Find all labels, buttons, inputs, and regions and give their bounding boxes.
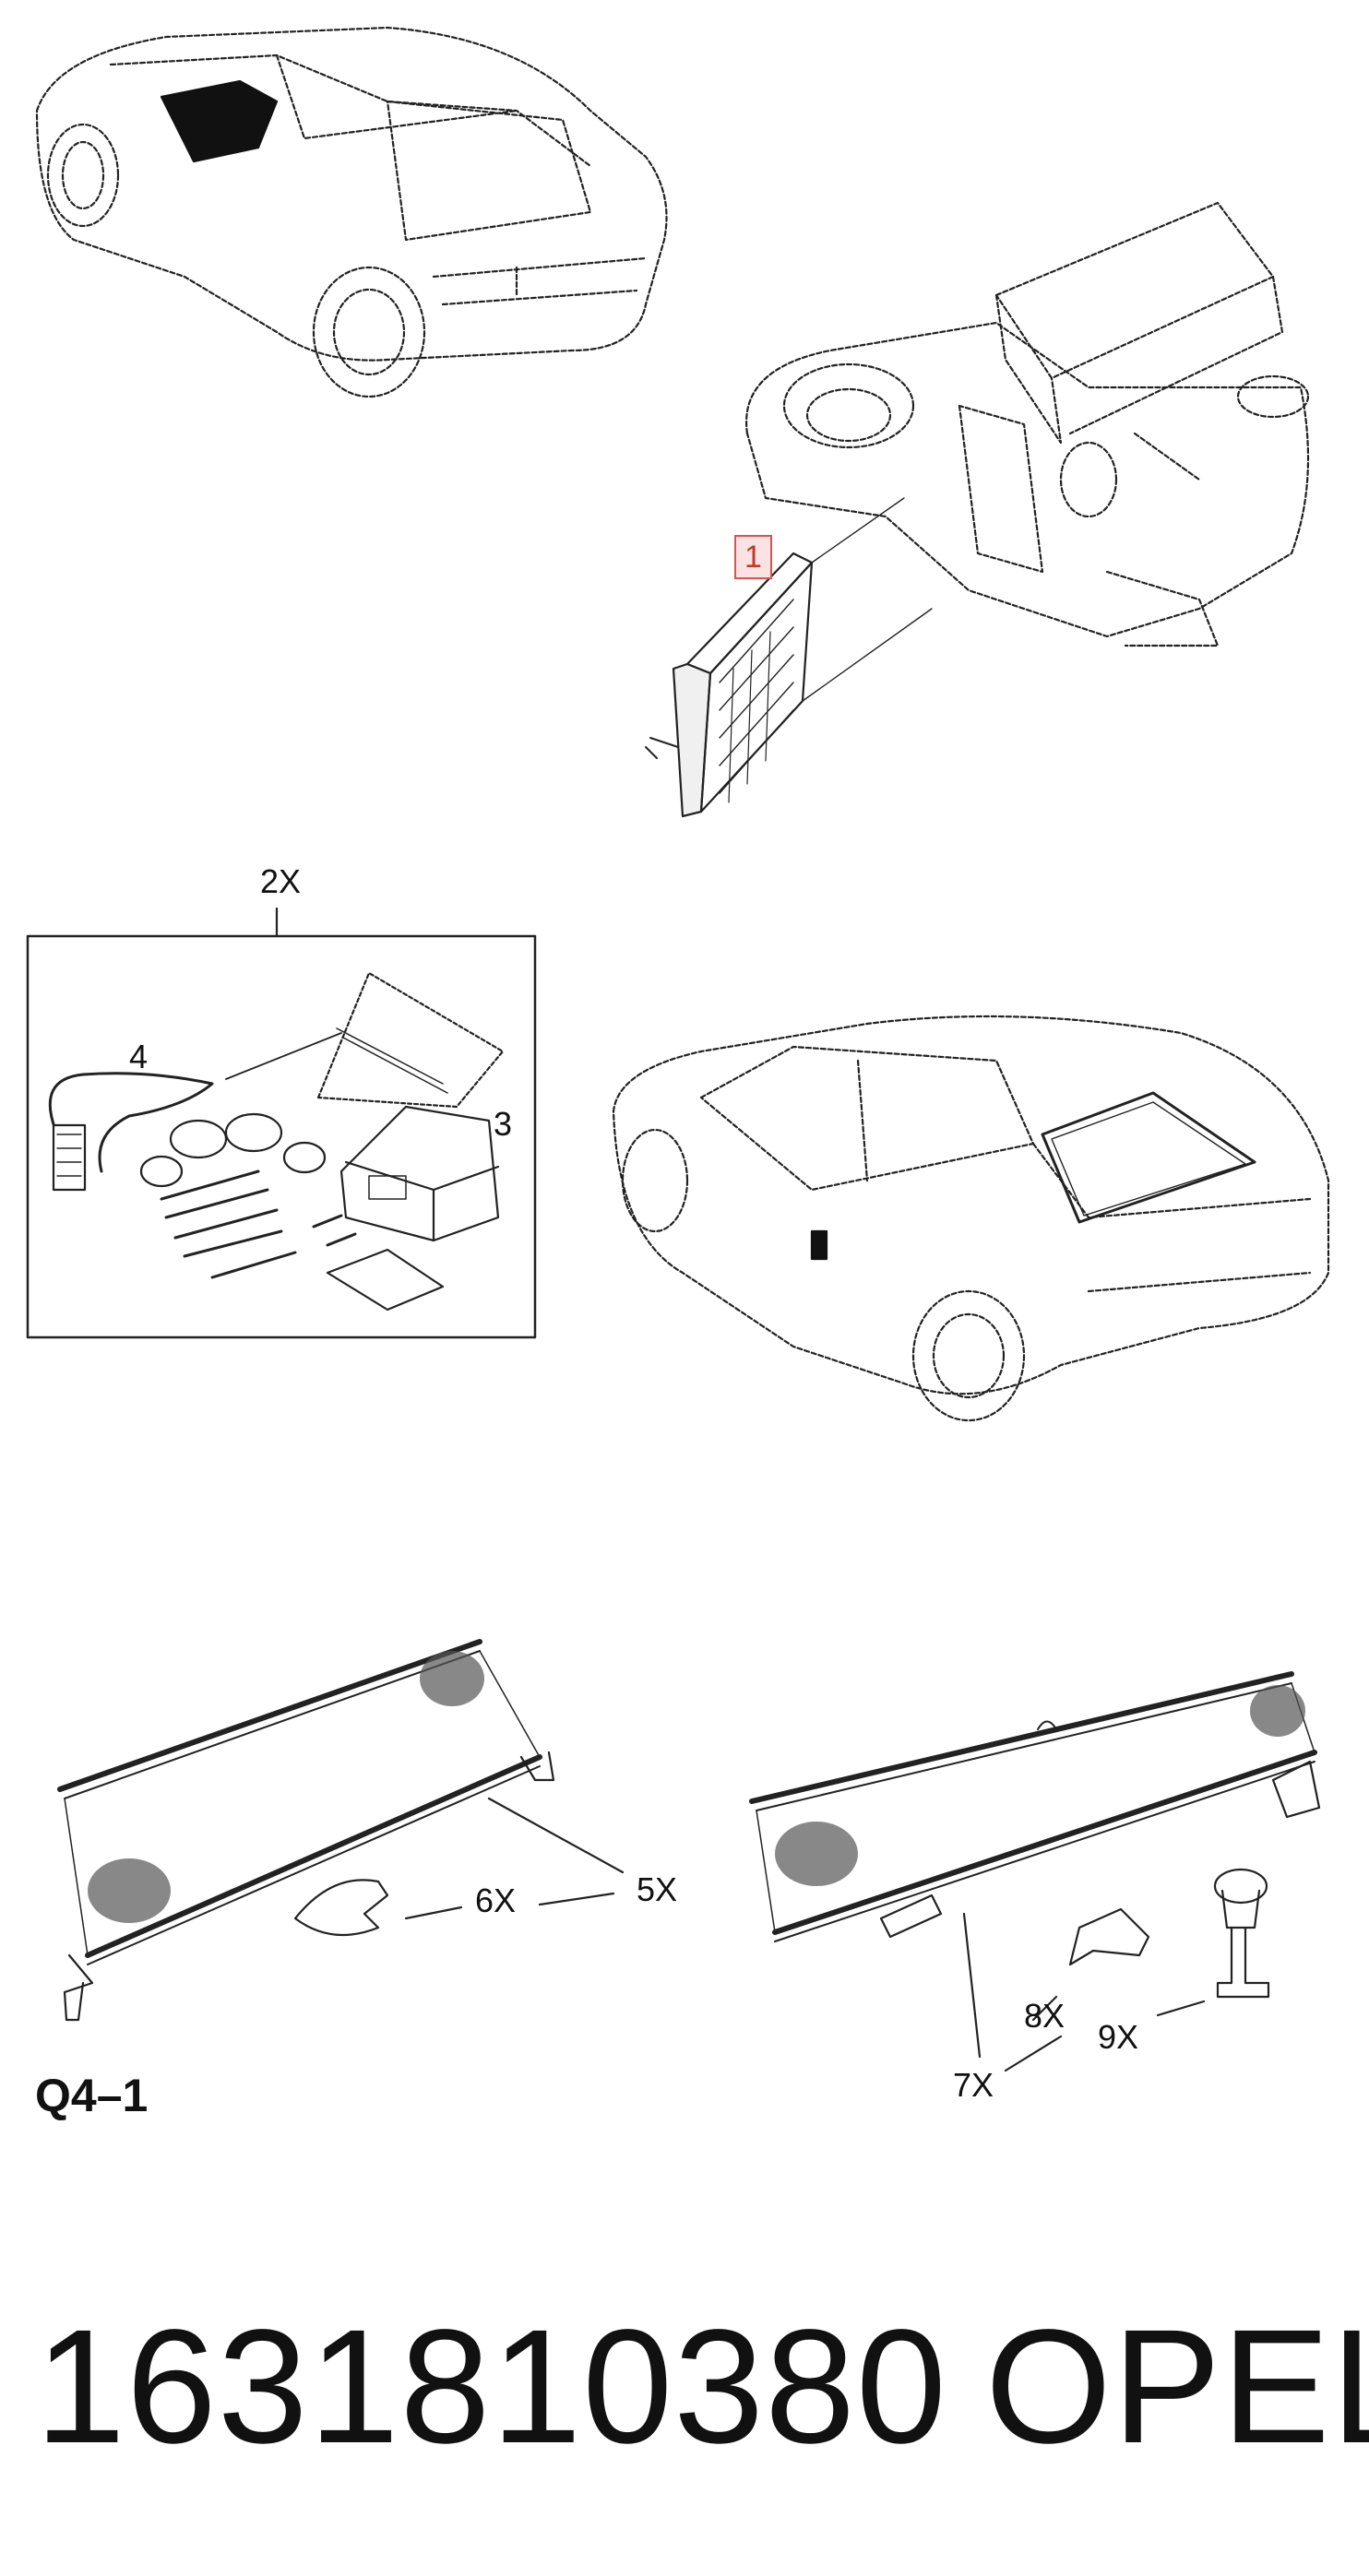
car-illustration-middle <box>612 1015 1330 1422</box>
leader-5x <box>487 1797 625 1874</box>
mesh-texture-left-b <box>420 1651 484 1706</box>
leader-9x <box>1156 2000 1206 2017</box>
callout-9x: 9X <box>1098 2018 1139 2056</box>
hvac-housing-illustration <box>745 201 1310 647</box>
hook-6x-illustration <box>293 1879 389 1937</box>
roller-blind-left-illustration <box>57 1639 555 2022</box>
leader-5x-6x <box>538 1892 615 1906</box>
door-lock-highlight <box>810 1229 828 1261</box>
brand-name: OPEL <box>985 2297 1369 2477</box>
callout-2x: 2X <box>260 862 302 900</box>
callout-7x: 7X <box>953 2066 994 2104</box>
callout-6x: 6X <box>475 1882 517 1919</box>
leader-6x-left <box>404 1905 463 1920</box>
rear-window-highlight <box>1041 1091 1256 1224</box>
pollen-filter-illustration <box>645 497 933 818</box>
front-window-highlight <box>160 79 279 163</box>
alarm-kit-illustration <box>48 971 505 1312</box>
kit-box-frame <box>26 934 537 1339</box>
mesh-texture-right-a <box>775 1822 858 1886</box>
leader-8x <box>1031 1995 1058 2022</box>
part-number: 1631810380 <box>35 2297 947 2477</box>
clip-8x-illustration <box>1068 1907 1150 1966</box>
callout-4: 4 <box>129 1038 149 1075</box>
callout-1: 1 <box>734 535 772 579</box>
mesh-texture-right-b <box>1250 1685 1305 1737</box>
car-illustration-top <box>35 26 668 398</box>
peg-9x-illustration <box>1213 1868 1270 1999</box>
leader-7x <box>962 1912 982 2059</box>
callout-5x: 5X <box>637 1870 678 1908</box>
reference-code: Q4–1 <box>35 2070 149 2121</box>
mesh-texture-left-a <box>88 1858 171 1923</box>
leader-7x-8x <box>1004 2035 1063 2072</box>
callout-3: 3 <box>494 1105 513 1143</box>
callout-8x: 8X <box>1024 1997 1065 2035</box>
